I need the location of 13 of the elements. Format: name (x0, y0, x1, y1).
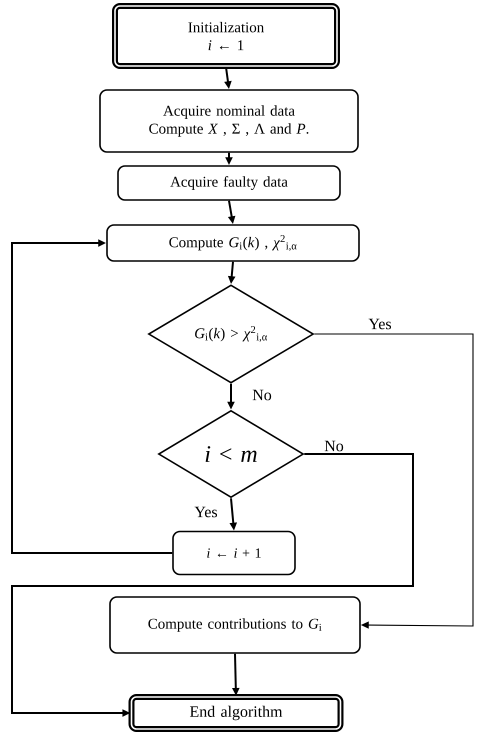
process-box: Acquire nominal data Compute X , Σ , Λ and P. (99, 89, 359, 153)
terminal-box: End algorithm (128, 694, 344, 732)
terminal-box: Initialization i ← 1 (112, 3, 340, 69)
process-box: i ← i + 1 (172, 530, 296, 576)
process-box: Compute contributions to G$_{i}$ (109, 596, 361, 654)
edge-label: Yes (193, 506, 219, 518)
edge-label: Yes (367, 318, 393, 330)
process-box: Acquire faulty data (117, 165, 341, 201)
arrow (314, 333, 474, 629)
edge-label: No (323, 440, 345, 452)
arrow (11, 239, 172, 554)
process-box: Compute G$_{i}$(k) , χ$^{2}$i,α (106, 224, 360, 262)
edge-label: No (251, 388, 273, 402)
